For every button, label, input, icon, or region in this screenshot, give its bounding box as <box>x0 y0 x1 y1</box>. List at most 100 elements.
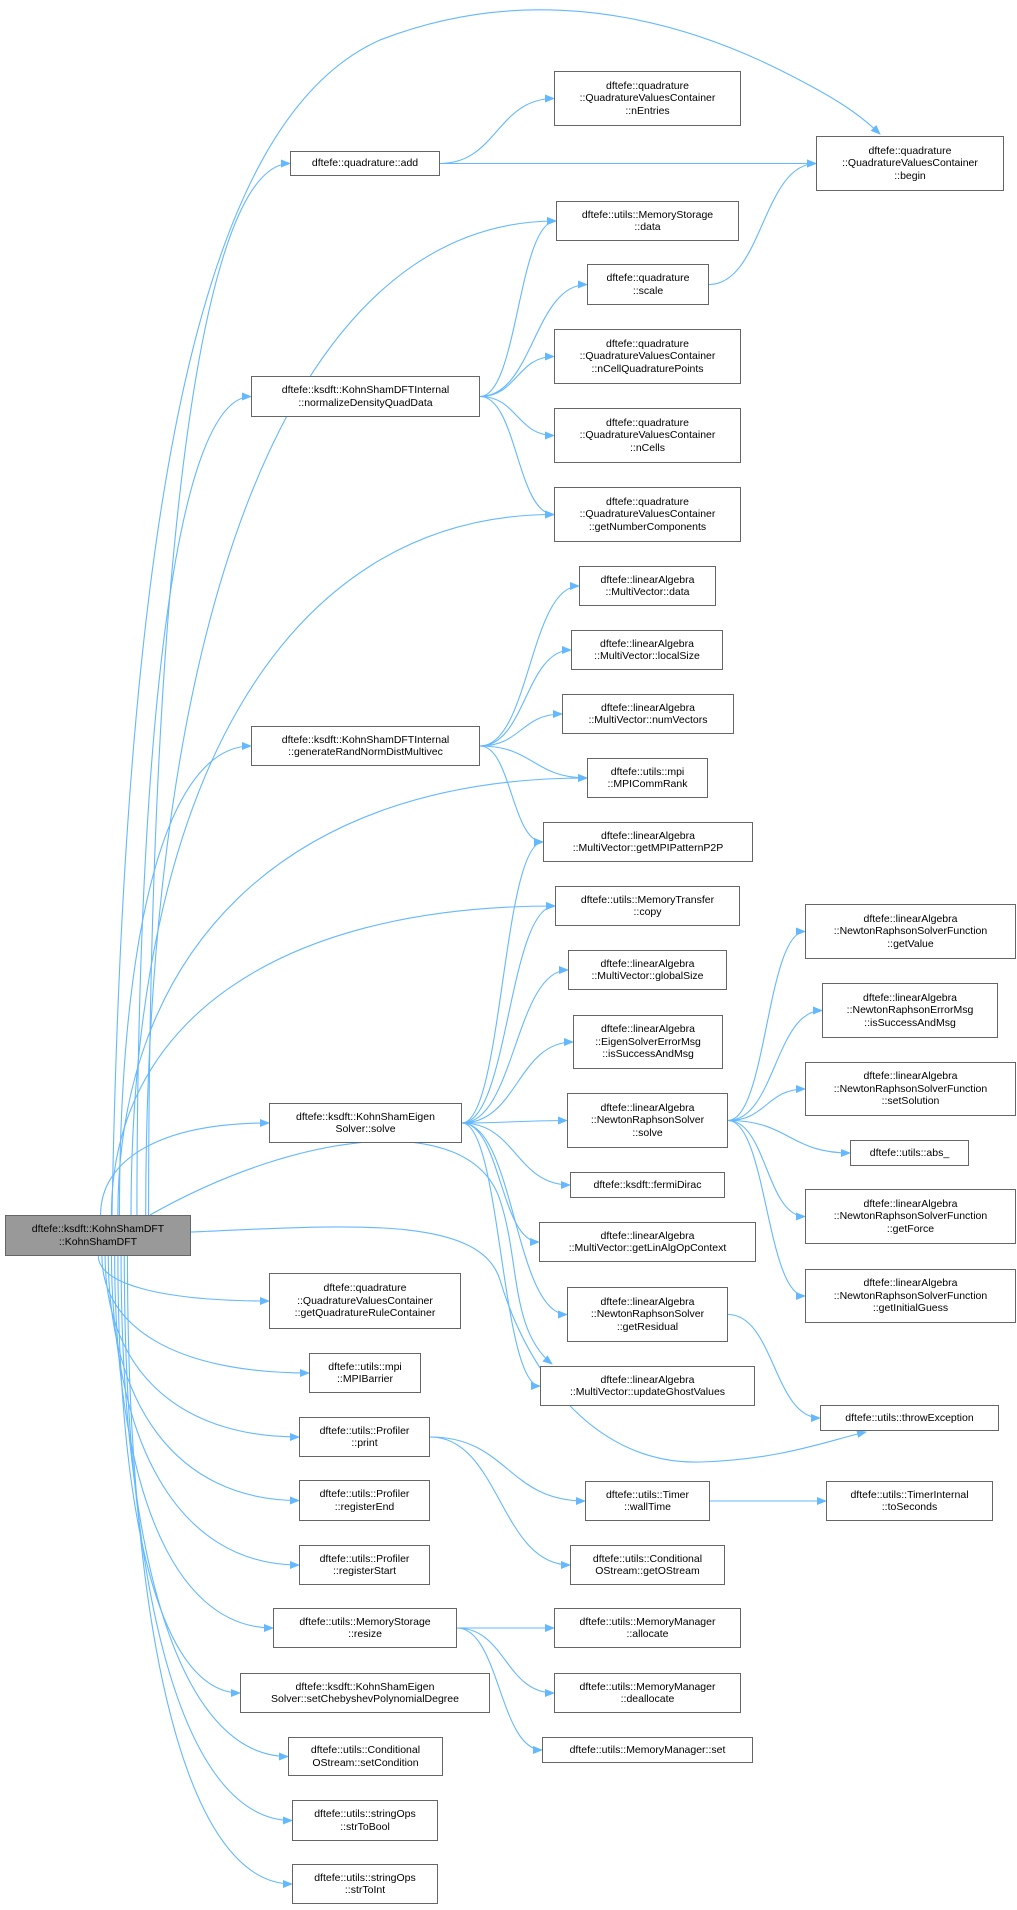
graph-node-throwE[interactable]: dftefe::utils::throwException <box>820 1405 999 1431</box>
graph-node-grand[interactable]: dftefe::ksdft::KohnShamDFTInternal ::gen… <box>251 726 480 766</box>
call-edge-nrs-to-getForce <box>727 1119 806 1221</box>
graph-node-ncqp[interactable]: dftefe::quadrature ::QuadratureValuesCon… <box>554 329 741 384</box>
call-edge-norm-to-msdata <box>479 217 557 398</box>
call-edge-kses-to-linalg <box>461 1122 540 1246</box>
call-edge-grand-to-p2p <box>479 745 544 846</box>
call-edge-norm-to-gnc <box>479 395 555 519</box>
graph-node-residual[interactable]: dftefe::linearAlgebra ::NewtonRaphsonSol… <box>567 1287 728 1342</box>
graph-node-strToInt[interactable]: dftefe::utils::stringOps ::strToInt <box>292 1864 438 1904</box>
graph-node-cheb[interactable]: dftefe::ksdft::KohnShamEigen Solver::set… <box>240 1673 490 1713</box>
call-edge-root-to-msdata <box>145 217 557 1216</box>
graph-node-ncells[interactable]: dftefe::quadrature ::QuadratureValuesCon… <box>554 408 741 463</box>
call-edge-root-to-throwE <box>190 1226 867 1463</box>
graph-node-mvdata[interactable]: dftefe::linearAlgebra ::MultiVector::dat… <box>579 566 716 606</box>
call-edge-kses-to-nrs <box>461 1116 568 1125</box>
call-edge-root-to-strToInt <box>126 1255 293 1888</box>
call-edge-root-to-gqrc <box>97 1255 270 1305</box>
graph-node-localSize[interactable]: dftefe::linearAlgebra ::MultiVector::loc… <box>571 630 723 670</box>
graph-node-eserr[interactable]: dftefe::linearAlgebra ::EigenSolverError… <box>573 1015 723 1069</box>
graph-node-barrier[interactable]: dftefe::utils::mpi ::MPIBarrier <box>309 1353 421 1393</box>
call-edge-resize-to-mmset <box>456 1627 543 1754</box>
call-edge-root-to-strToBool <box>123 1255 293 1825</box>
graph-node-getValue[interactable]: dftefe::linearAlgebra ::NewtonRaphsonSol… <box>805 904 1016 959</box>
call-edge-grand-to-numVectors <box>479 710 563 747</box>
graph-node-begin[interactable]: dftefe::quadrature ::QuadratureValuesCon… <box>816 136 1004 191</box>
call-edge-grand-to-mvdata <box>479 582 580 747</box>
graph-node-add[interactable]: dftefe::quadrature::add <box>290 151 440 176</box>
call-edge-kses-to-ghost <box>461 1122 541 1390</box>
graph-node-p2p[interactable]: dftefe::linearAlgebra ::MultiVector::get… <box>543 822 753 862</box>
call-edge-root-to-regEnd <box>107 1255 300 1505</box>
call-edge-root-to-kses <box>100 1119 270 1216</box>
graph-node-alloc[interactable]: dftefe::utils::MemoryManager ::allocate <box>554 1608 741 1648</box>
graph-node-scale[interactable]: dftefe::quadrature ::scale <box>587 264 709 305</box>
graph-node-mmset[interactable]: dftefe::utils::MemoryManager::set <box>542 1737 753 1763</box>
graph-node-globalSize[interactable]: dftefe::linearAlgebra ::MultiVector::glo… <box>568 950 727 990</box>
graph-node-linalg[interactable]: dftefe::linearAlgebra ::MultiVector::get… <box>539 1222 756 1262</box>
call-edge-scale-to-begin <box>708 159 817 286</box>
graph-node-strToBool[interactable]: dftefe::utils::stringOps ::strToBool <box>292 1800 438 1841</box>
graph-node-abs[interactable]: dftefe::utils::abs_ <box>850 1140 969 1166</box>
call-edge-root-to-setCond <box>120 1255 289 1761</box>
graph-node-nrs[interactable]: dftefe::linearAlgebra ::NewtonRaphsonSol… <box>567 1093 728 1148</box>
graph-node-print[interactable]: dftefe::utils::Profiler ::print <box>299 1417 430 1457</box>
graph-node-ghost[interactable]: dftefe::linearAlgebra ::MultiVector::upd… <box>540 1366 755 1406</box>
call-edge-root-to-cheb <box>117 1255 241 1697</box>
graph-node-setCond[interactable]: dftefe::utils::Conditional OStream::setC… <box>288 1737 443 1776</box>
graph-node-getForce[interactable]: dftefe::linearAlgebra ::NewtonRaphsonSol… <box>805 1189 1016 1244</box>
graph-node-root: dftefe::ksdft::KohnShamDFT ::KohnShamDFT <box>5 1215 191 1256</box>
call-edge-norm-to-ncqp <box>479 352 555 398</box>
graph-node-numVectors[interactable]: dftefe::linearAlgebra ::MultiVector::num… <box>562 694 734 734</box>
call-edge-grand-to-localSize <box>479 646 572 747</box>
graph-node-toSec[interactable]: dftefe::utils::TimerInternal ::toSeconds <box>826 1481 993 1521</box>
call-edge-root-to-add <box>148 159 291 1216</box>
graph-node-setSolution[interactable]: dftefe::linearAlgebra ::NewtonRaphsonSol… <box>805 1062 1016 1116</box>
call-edge-kses-to-residual <box>461 1122 568 1319</box>
call-edge-norm-to-scale <box>479 280 588 398</box>
graph-node-kses[interactable]: dftefe::ksdft::KohnShamEigen Solver::sol… <box>269 1103 462 1143</box>
call-edge-print-to-wall <box>429 1436 586 1505</box>
call-edge-root-to-ghost <box>149 1140 553 1365</box>
call-edge-nrs-to-nrerr <box>727 1006 823 1122</box>
graph-node-initGuess[interactable]: dftefe::linearAlgebra ::NewtonRaphsonSol… <box>805 1269 1016 1323</box>
call-edge-kses-to-fermi <box>461 1122 571 1189</box>
call-edge-nrs-to-setSolution <box>727 1085 806 1122</box>
call-edge-residual-to-throwE <box>727 1313 821 1422</box>
call-edge-root-to-rank <box>117 774 588 1216</box>
call-edge-print-to-ostream <box>429 1436 571 1569</box>
graph-node-regEnd[interactable]: dftefe::utils::Profiler ::registerEnd <box>299 1480 430 1521</box>
call-edge-norm-to-ncells <box>479 395 555 440</box>
graph-node-gnc[interactable]: dftefe::quadrature ::QuadratureValuesCon… <box>554 487 741 542</box>
graph-node-rank[interactable]: dftefe::utils::mpi ::MPICommRank <box>587 758 708 798</box>
call-edge-kses-to-globalSize <box>461 966 569 1124</box>
call-edge-root-to-begin <box>111 9 881 1216</box>
graph-node-resize[interactable]: dftefe::utils::MemoryStorage ::resize <box>273 1608 457 1648</box>
graph-node-nrerr[interactable]: dftefe::linearAlgebra ::NewtonRaphsonErr… <box>822 983 998 1038</box>
call-edge-kses-to-copy <box>461 902 556 1124</box>
graph-node-regStart[interactable]: dftefe::utils::Profiler ::registerStart <box>299 1545 430 1585</box>
call-edge-root-to-grand <box>118 742 252 1216</box>
call-edge-nrs-to-getValue <box>727 927 806 1122</box>
graph-node-norm[interactable]: dftefe::ksdft::KohnShamDFTInternal ::nor… <box>251 376 480 417</box>
call-edge-nrs-to-initGuess <box>727 1119 806 1300</box>
call-edge-kses-to-eserr <box>461 1038 574 1124</box>
call-edge-root-to-print <box>104 1255 300 1441</box>
call-edge-root-to-gnc <box>130 510 555 1216</box>
graph-node-copy[interactable]: dftefe::utils::MemoryTransfer ::copy <box>555 886 740 926</box>
graph-node-fermi[interactable]: dftefe::ksdft::fermiDirac <box>570 1172 725 1198</box>
call-edge-nrs-to-abs <box>727 1119 851 1157</box>
graph-node-dealloc[interactable]: dftefe::utils::MemoryManager ::deallocat… <box>554 1673 741 1713</box>
graph-node-wall[interactable]: dftefe::utils::Timer ::wallTime <box>585 1481 710 1521</box>
graph-node-gqrc[interactable]: dftefe::quadrature ::QuadratureValuesCon… <box>269 1273 461 1329</box>
graph-node-ostream[interactable]: dftefe::utils::Conditional OStream::getO… <box>570 1545 725 1585</box>
call-edge-resize-to-dealloc <box>456 1627 555 1697</box>
call-edge-add-to-nEntries <box>439 94 555 165</box>
call-edge-root-to-resize <box>114 1255 274 1632</box>
call-edge-grand-to-rank <box>479 745 588 782</box>
call-edge-root-to-regStart <box>110 1255 300 1569</box>
call-edge-root-to-norm <box>136 392 252 1216</box>
graph-node-msdata[interactable]: dftefe::utils::MemoryStorage ::data <box>556 201 739 241</box>
call-edge-root-to-copy <box>110 902 556 1216</box>
graph-node-nEntries[interactable]: dftefe::quadrature ::QuadratureValuesCon… <box>554 71 741 126</box>
